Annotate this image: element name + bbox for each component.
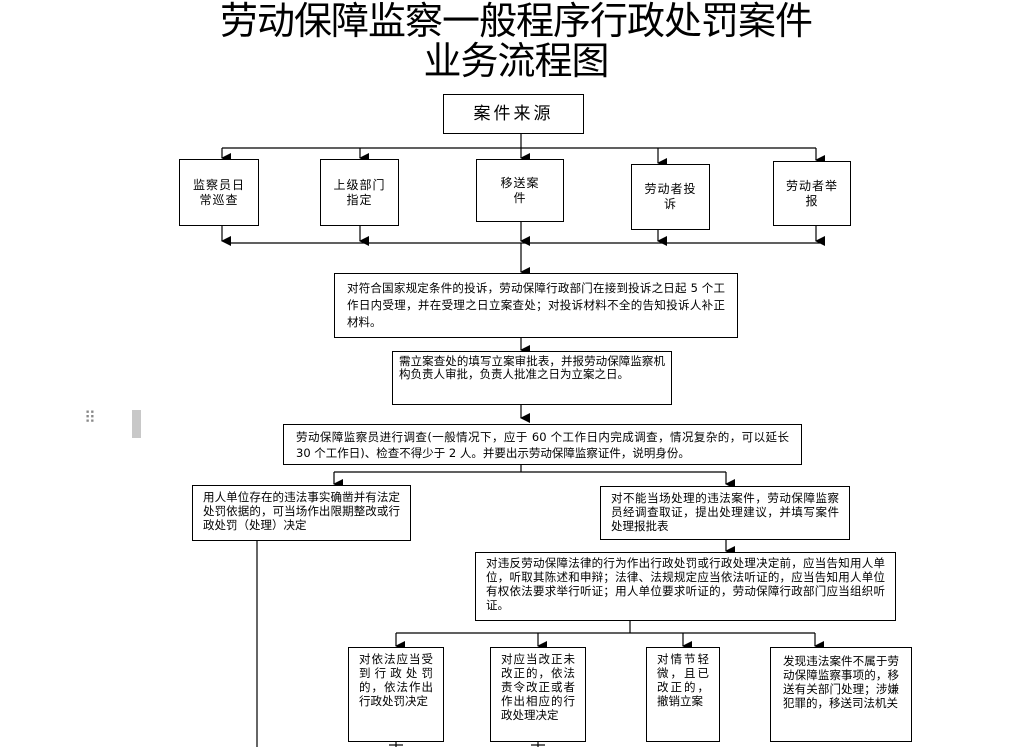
- daily-patrol-box: 监察员日常巡查: [179, 159, 259, 226]
- worker-report-box: 劳动者举报: [773, 161, 851, 226]
- margin-marker: [132, 410, 141, 438]
- drag-handle-icon[interactable]: ⠿: [84, 408, 96, 427]
- diagram-title-line1: 劳动保障监察一般程序行政处罚案件: [219, 0, 813, 43]
- case-approval-box: 需立案查处的填写立案审批表，并报劳动保障监察机构负责人审批，负责人批准之日为立案…: [392, 351, 672, 405]
- not-on-site-box: 对不能当场处理的违法案件，劳动保障监察员经调查取证，提出处理建议，并填写案件处理…: [600, 486, 850, 540]
- penalty-decision-box: 对依法应当受到行政处罚的，依法作出行政处罚决定: [348, 647, 444, 742]
- rectify-order-box: 对应当改正未改正的，依法责令改正或者作出相应的行政处理决定: [490, 647, 586, 742]
- transfer-case-box: 移送案件: [476, 159, 564, 222]
- transfer-out-box: 发现违法案件不属于劳动保障监察事项的，移送有关部门处理；涉嫌犯罪的，移送司法机关: [770, 647, 912, 742]
- notify-hearing-box: 对违反劳动保障法律的行为作出行政处罚或行政处理决定前，应当告知用人单位，听取其陈…: [475, 552, 896, 621]
- case-source-box: 案件来源: [443, 94, 584, 134]
- investigation-box: 劳动保障监察员进行调查(一般情况下，应于 60 个工作日内完成调查，情况复杂的，…: [283, 424, 802, 465]
- revoke-case-box: 对情节轻微，且已改正的，撤销立案: [646, 647, 720, 742]
- on-site-decision-box: 用人单位存在的违法事实确凿并有法定处罚依据的，可当场作出限期整改或行政处罚（处理…: [192, 485, 411, 541]
- superior-assign-box: 上级部门指定: [320, 159, 399, 226]
- diagram-title-line2: 业务流程图: [423, 39, 609, 83]
- accept-complaint-box: 对符合国家规定条件的投诉，劳动保障行政部门在接到投诉之日起 5 个工作日内受理，…: [334, 273, 738, 338]
- worker-complaint-box: 劳动者投诉: [631, 164, 710, 230]
